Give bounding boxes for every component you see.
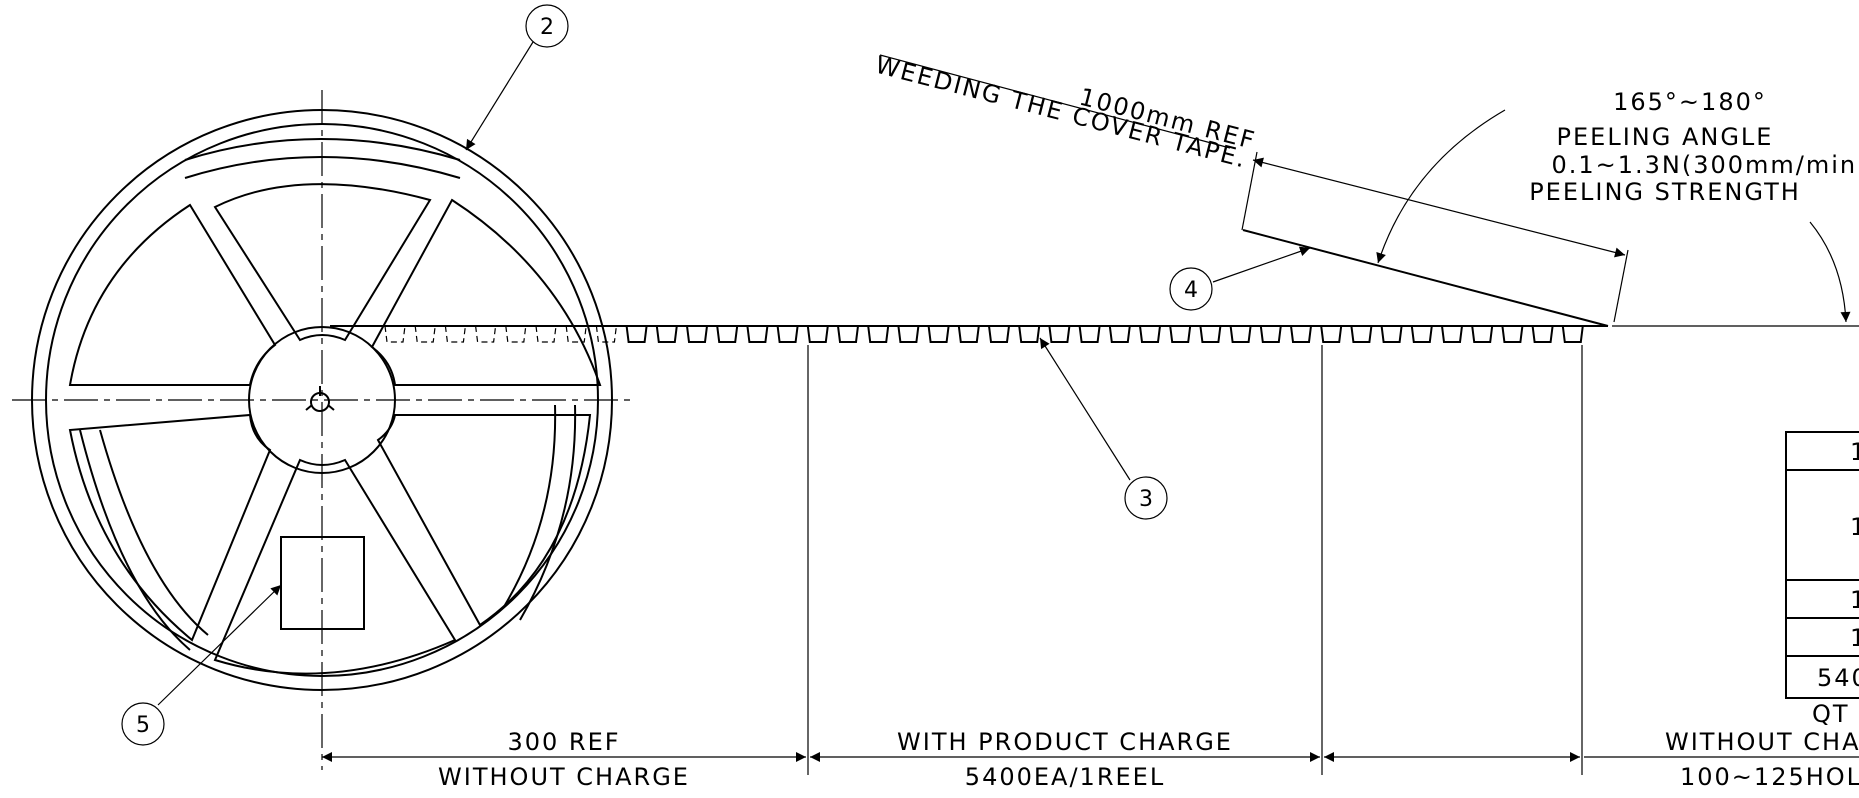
callout-2: 2 [525,4,569,48]
dim-right-top: WITHOUT CHARG [1665,728,1859,756]
dimension-lines [322,345,1859,775]
table-row-2: 1 [1850,513,1859,541]
svg-text:4: 4 [1184,278,1198,303]
callout-leaders [157,41,1311,706]
table-row-3: 1 [1850,586,1859,614]
dim-left-top: 300 REF [507,728,620,756]
peeling-angle-value: 165°~180° [1613,88,1767,116]
table-row-5: 540 [1817,664,1859,692]
callout-3: 3 [1124,476,1168,520]
svg-text:2: 2 [540,15,554,40]
callout-5: 5 [121,702,165,746]
svg-text:5: 5 [136,713,150,738]
reel [12,90,635,770]
callout-4: 4 [1169,267,1213,311]
table-row-1: 1 [1850,438,1859,466]
dim-mid-bottom: 5400EA/1REEL [965,763,1165,791]
reel-label-box [280,536,365,630]
dim-mid-top: WITH PRODUCT CHARGE [897,728,1233,756]
peeling-strength-value: 0.1~1.3N(300mm/min) [1551,151,1859,179]
peeling-strength-label: PEELING STRENGTH [1529,178,1801,206]
peeling-angle-label: PEELING ANGLE [1557,123,1774,151]
carrier-tape [330,325,1608,343]
dim-right-bottom: 100~125HOLES [1680,763,1859,791]
table-row-6: QT [1812,700,1850,728]
svg-text:3: 3 [1139,487,1153,512]
cover-tape-peel [879,54,1859,327]
dim-left-bottom: WITHOUT CHARGE [438,763,690,791]
spec-table: 1 1 1 1 540 QT [1785,431,1859,728]
table-row-4: 1 [1850,624,1859,652]
